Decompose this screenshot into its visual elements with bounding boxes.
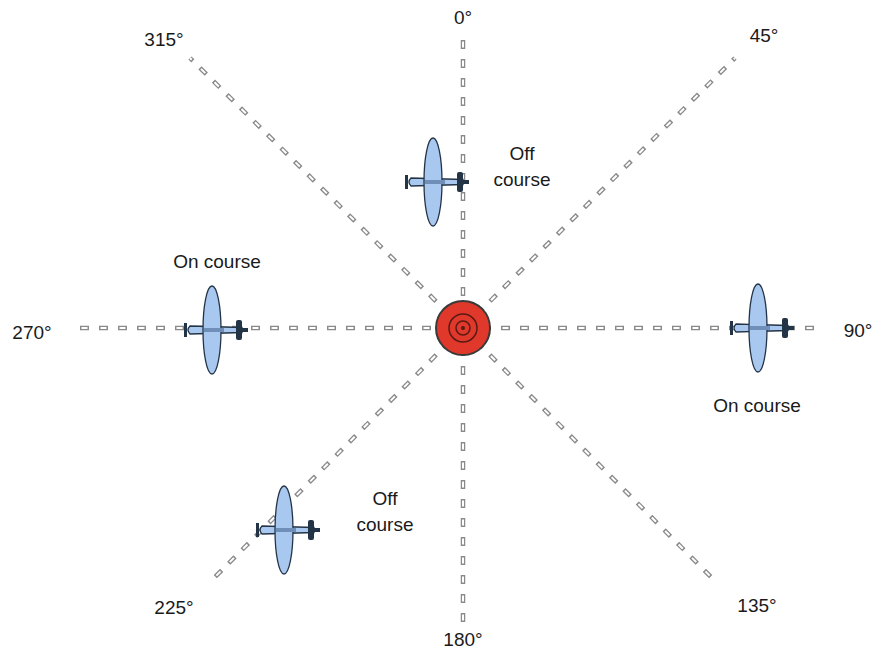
course-label: On course [173, 249, 261, 275]
degree-label: 270° [12, 320, 51, 346]
radial-line-inner [80, 327, 463, 329]
degree-label: 225° [154, 595, 193, 621]
radial-lines [80, 40, 818, 622]
degree-label: 90° [844, 318, 873, 344]
course-label: Off course [345, 486, 425, 537]
airplane-icon [184, 286, 248, 374]
course-label: On course [713, 393, 801, 419]
degree-label: 0° [454, 5, 472, 31]
radial-line-inner [463, 328, 716, 582]
radial-line [80, 326, 463, 331]
radial-line [190, 58, 463, 328]
radial-line-inner [462, 328, 464, 622]
radial-line [461, 328, 466, 622]
degree-label: 45° [750, 23, 779, 49]
radial-line-inner [463, 58, 735, 328]
radial-line [463, 58, 735, 328]
degree-label: 135° [737, 593, 776, 619]
airplane-icon [730, 284, 794, 372]
radial-line [463, 326, 818, 331]
airplane-icon [405, 138, 469, 226]
degree-label: 180° [443, 627, 482, 653]
airplane-icon [256, 486, 320, 574]
radial-line-inner [190, 58, 463, 328]
radial-line-inner [463, 327, 818, 329]
radial-line [210, 328, 463, 582]
station-symbol [436, 301, 490, 355]
course-label: Off course [482, 141, 562, 192]
degree-label: 315° [144, 27, 183, 53]
radial-line [463, 328, 716, 582]
radial-line-inner [210, 328, 463, 582]
